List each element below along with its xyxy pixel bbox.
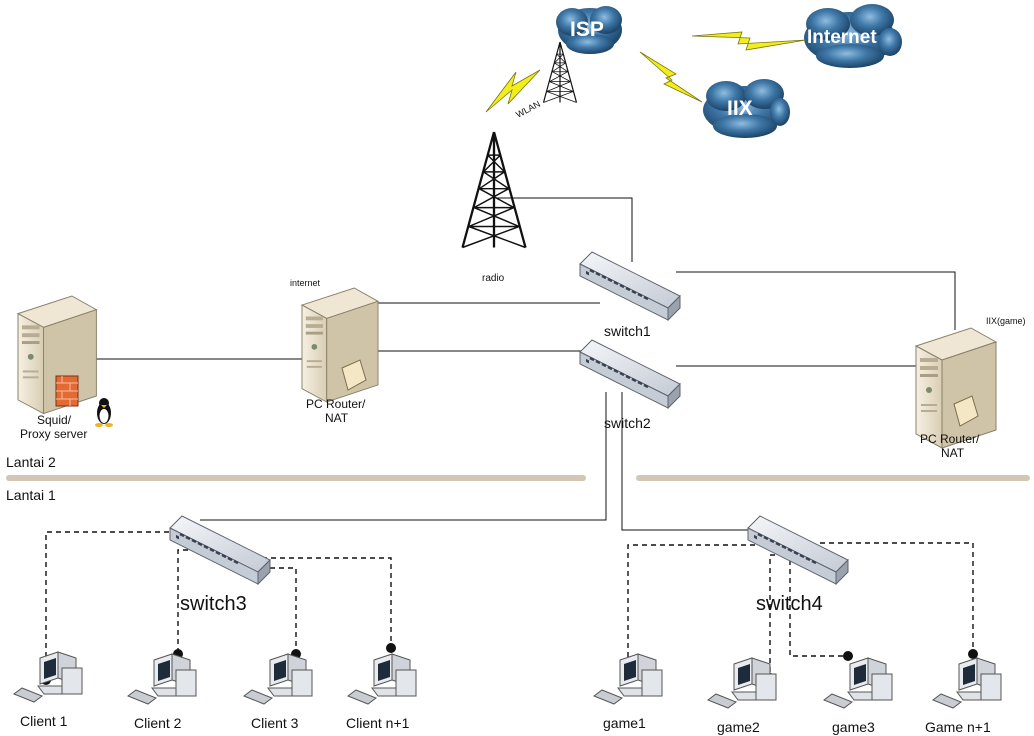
- network-switch-icon: [578, 338, 682, 410]
- switch3[interactable]: switch3: [168, 514, 272, 615]
- dashed-client-lines: [45, 531, 974, 680]
- desktop-pc-icon: [707, 657, 777, 709]
- isp-antenna-icon: [542, 41, 578, 104]
- lightning-icon: [691, 31, 807, 51]
- internet-label: Internet: [807, 27, 877, 48]
- desktop-pc-icon: [127, 653, 197, 705]
- switch4-label: switch4: [756, 593, 823, 615]
- client-pc-2[interactable]: Client 2: [127, 653, 197, 731]
- iix-router-caption: IIX(game): [986, 316, 1026, 326]
- connection-lines: [96, 197, 956, 531]
- internet-router-caption: internet: [290, 278, 321, 288]
- cloud-icon: [804, 4, 902, 68]
- radio-tower-icon: [461, 130, 527, 249]
- floor-divider-left: [6, 475, 586, 481]
- game-label: game3: [832, 719, 875, 735]
- firewall-icon: [55, 375, 79, 407]
- desktop-pc-icon: [347, 653, 417, 705]
- desktop-pc-icon: [593, 653, 663, 705]
- client-pc-3[interactable]: Client 3: [243, 653, 313, 731]
- desktop-pc-icon: [13, 651, 83, 703]
- document-icon: [953, 395, 979, 427]
- switch1[interactable]: switch1: [578, 250, 682, 339]
- client-label: Client 2: [134, 715, 182, 731]
- game-pc-n[interactable]: Game n+1: [925, 657, 1002, 735]
- desktop-pc-icon: [243, 653, 313, 705]
- lightning-icon: [485, 69, 541, 113]
- floor-label-lower: Lantai 1: [6, 487, 56, 503]
- cloud-icon: [703, 79, 790, 138]
- switch4[interactable]: switch4: [746, 514, 850, 615]
- game-label: game1: [603, 715, 646, 731]
- game-pc-3[interactable]: game3: [823, 657, 893, 735]
- client-label: Client 3: [251, 715, 299, 731]
- wlan-label: WLAN: [514, 99, 542, 120]
- router2-label-line1: PC Router/: [920, 432, 980, 446]
- switch2-label: switch2: [604, 415, 651, 431]
- client-label: Client 1: [20, 713, 68, 729]
- pc-router-internet[interactable]: internet PC Router/ NAT: [290, 278, 379, 425]
- floor-label-upper: Lantai 2: [6, 454, 56, 470]
- game-pc-1[interactable]: game1: [593, 653, 663, 731]
- proxy-server[interactable]: Squid/ Proxy server: [17, 295, 113, 441]
- internet-cloud: Internet: [804, 4, 902, 68]
- switch3-label: switch3: [180, 593, 247, 615]
- desktop-pc-icon: [932, 657, 1002, 709]
- lightning-bolts: [485, 31, 807, 113]
- iix-label: IIX: [727, 97, 753, 120]
- iix-cloud: IIX: [703, 79, 790, 138]
- router1-label-line1: PC Router/: [306, 397, 366, 411]
- client-pc-n[interactable]: Client n+1: [346, 653, 417, 731]
- proxy-label-line1: Squid/: [37, 413, 72, 427]
- server-tower-icon: [915, 327, 997, 449]
- lightning-icon: [639, 51, 703, 103]
- game-label: game2: [717, 719, 760, 735]
- switch2[interactable]: switch2: [578, 338, 682, 431]
- game-pc-2[interactable]: game2: [707, 657, 777, 735]
- switch1-label: switch1: [604, 323, 651, 339]
- network-switch-icon: [578, 250, 682, 322]
- radio-label: radio: [482, 273, 505, 284]
- floor-divider-right: [636, 475, 1030, 481]
- client-pc-1[interactable]: Client 1: [13, 651, 83, 729]
- router1-label-line2: NAT: [325, 411, 349, 425]
- tux-penguin-icon: [95, 398, 113, 427]
- desktop-pc-icon: [823, 657, 893, 709]
- isp-label: ISP: [570, 18, 604, 41]
- document-icon: [341, 359, 367, 391]
- proxy-label-line2: Proxy server: [20, 427, 87, 441]
- cloud-icon: [556, 6, 622, 54]
- pc-router-iix[interactable]: IIX(game) PC Router/ NAT: [915, 316, 1026, 460]
- game-label: Game n+1: [925, 719, 991, 735]
- server-tower-icon: [301, 287, 379, 403]
- network-switch-icon: [746, 514, 850, 586]
- router2-label-line2: NAT: [941, 446, 965, 460]
- client-label: Client n+1: [346, 715, 410, 731]
- isp-cloud: ISP: [556, 6, 622, 54]
